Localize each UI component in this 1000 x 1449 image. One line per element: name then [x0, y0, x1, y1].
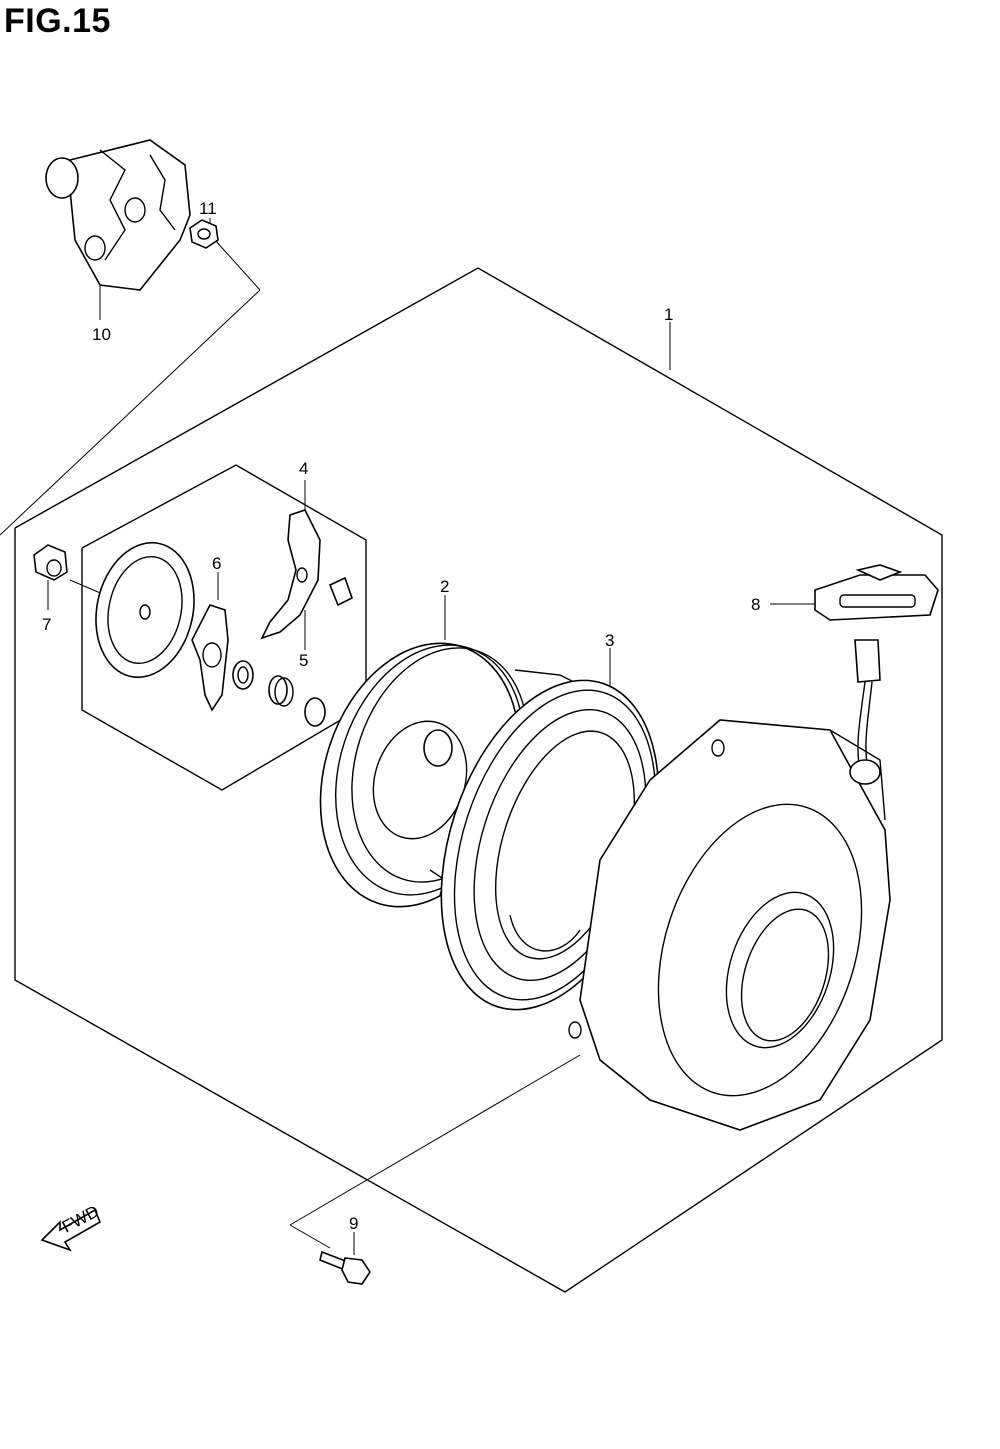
fwd-arrow-icon: FWD — [40, 1202, 102, 1252]
callout-9: 9 — [349, 1214, 358, 1233]
callout-11: 11 — [199, 199, 217, 218]
callout-8: 8 — [751, 595, 760, 614]
starter-grip-part — [814, 564, 939, 785]
nut-part — [189, 219, 219, 249]
starter-cup-part — [45, 139, 191, 291]
assembly-outline — [14, 267, 943, 1293]
ratchet-pawl-part — [260, 509, 353, 640]
callout-6: 6 — [212, 554, 221, 573]
spring-plate-part — [191, 604, 229, 712]
figure-title: FIG.15 — [4, 2, 111, 40]
bolt-part — [319, 1250, 371, 1285]
starter-housing-part — [568, 719, 891, 1131]
bushing-part — [33, 544, 68, 581]
callout-7: 7 — [42, 615, 51, 634]
callout-1: 1 — [664, 305, 673, 324]
callout-2: 2 — [440, 577, 449, 596]
callout-4: 4 — [299, 459, 308, 478]
friction-plate-part — [95, 541, 195, 679]
callout-3: 3 — [605, 631, 614, 650]
leader-10-11 — [0, 289, 261, 536]
spring-collar-parts — [232, 660, 326, 727]
callout-5: 5 — [299, 651, 308, 670]
leader-9 — [289, 1054, 581, 1226]
callout-10: 10 — [92, 325, 111, 344]
